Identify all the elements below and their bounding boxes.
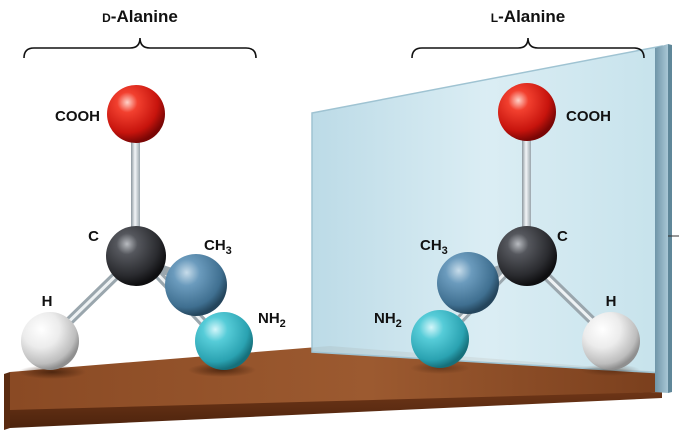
table-surface (4, 346, 662, 430)
bond (131, 133, 140, 238)
shadow (580, 364, 640, 376)
methyl-group-atom (437, 252, 499, 314)
hydrogen-label: H (606, 293, 617, 310)
hydrogen-atom (582, 312, 640, 370)
methyl-group-atom (165, 254, 227, 316)
amine-group-atom (411, 310, 469, 368)
carbon-label: C (88, 228, 99, 245)
d-alanine-molecule: D-Alanine COOH C CH3 H NH2 (18, 7, 286, 379)
bond (522, 133, 531, 238)
amine-label: NH2 (258, 310, 286, 330)
oxygen-atom (498, 83, 556, 141)
methyl-label: CH3 (204, 237, 232, 257)
l-alanine-molecule: L-Alanine COOH C CH3 H NH2 (374, 7, 645, 376)
amine-label: NH2 (374, 310, 402, 330)
l-alanine-bracket (411, 37, 645, 59)
oxygen-atom (107, 85, 165, 143)
carbon-label: C (557, 228, 568, 245)
mirror (311, 44, 679, 393)
cooh-label: COOH (55, 108, 100, 125)
shadow (18, 365, 86, 379)
l-alanine-title: L-Alanine (491, 7, 565, 26)
hydrogen-atom (21, 312, 79, 370)
cooh-label: COOH (566, 108, 611, 125)
hydrogen-label: H (42, 293, 53, 310)
d-alanine-bracket (23, 37, 257, 59)
carbon-atom (106, 226, 166, 286)
methyl-label: CH3 (420, 237, 448, 257)
carbon-atom (497, 226, 557, 286)
amine-group-atom (195, 312, 253, 370)
d-alanine-title: D-Alanine (102, 7, 178, 26)
shadow (188, 363, 256, 377)
